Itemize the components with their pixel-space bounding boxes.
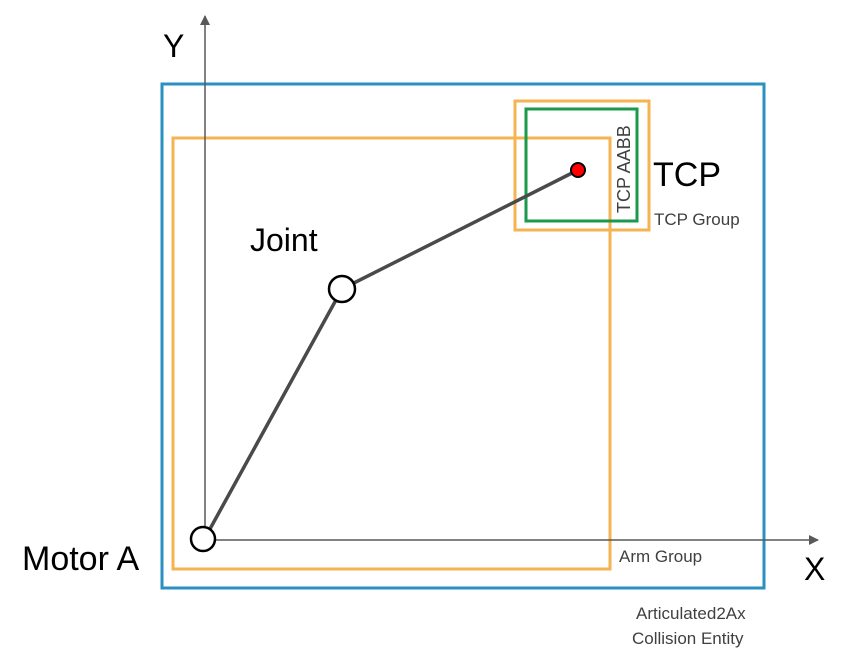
arm-group-label: Arm Group	[619, 547, 702, 566]
collision-entity-label-line1: Articulated2Ax	[636, 604, 746, 623]
tcp-aabb-box	[524, 107, 639, 223]
y-axis-label: Y	[163, 28, 184, 64]
tcp-label: TCP	[653, 156, 721, 194]
arm-link-upper	[203, 288, 344, 539]
motor-a-joint	[189, 525, 217, 553]
arm-link-forearm	[341, 168, 579, 291]
joint-label: Joint	[250, 222, 318, 258]
arm-group-box	[171, 136, 612, 571]
x-axis-label: X	[804, 551, 825, 587]
middle-joint	[327, 274, 357, 304]
collision-entity-box	[160, 82, 766, 590]
motor-a-label: Motor A	[22, 540, 139, 578]
tcp-group-box	[513, 99, 651, 232]
tcp-aabb-label: TCP AABB	[614, 125, 634, 213]
tcp-group-label: TCP Group	[654, 210, 740, 229]
tcp-point	[570, 162, 586, 178]
collision-entity-label-line2: Collision Entity	[632, 629, 744, 648]
